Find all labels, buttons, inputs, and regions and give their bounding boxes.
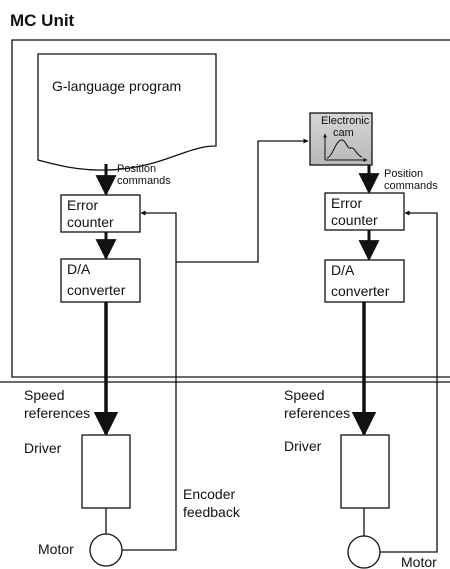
- error-counter-label-1: Error counter: [67, 197, 114, 230]
- driver-box-2: [340, 434, 390, 509]
- error-counter-box-1: [60, 194, 141, 233]
- cam-profile-curve: [326, 139, 363, 159]
- motor-label-2: Motor: [401, 554, 437, 569]
- driver-box-1: [81, 434, 131, 509]
- da-converter-label-2: D/A converter: [331, 262, 390, 299]
- error-counter-label-2: Error counter: [331, 195, 378, 228]
- position-commands-label-2: Position commands: [384, 168, 438, 192]
- da-converter-label-1: D/A converter: [67, 261, 126, 298]
- diagram-title: MC Unit: [10, 11, 75, 30]
- speed-references-label-1: Speed references: [24, 387, 90, 421]
- mc-unit-boundary: [11, 39, 450, 378]
- electronic-cam-label: Electronic cam: [321, 115, 372, 139]
- encoder-feedback-line-2: [380, 210, 438, 553]
- motor-label-1: Motor: [38, 541, 74, 557]
- speed-references-label-2: Speed references: [284, 387, 350, 421]
- electronic-cam-box: [309, 112, 373, 166]
- error-counter-box-2: [324, 192, 405, 231]
- driver-label-2: Driver: [284, 438, 322, 454]
- encoder-feedback-label: Encoder feedback: [183, 486, 241, 520]
- program-document: [37, 53, 217, 171]
- motor-circle-1: [89, 533, 123, 567]
- program-label: G-language program: [52, 78, 181, 94]
- encoder-feedback-line-1: [122, 210, 177, 551]
- da-converter-box-1: [60, 258, 141, 303]
- position-commands-label-1: Position commands: [117, 163, 171, 187]
- motor-circle-2: [347, 535, 381, 569]
- cam-link-line: [176, 138, 309, 263]
- driver-label-1: Driver: [24, 440, 62, 456]
